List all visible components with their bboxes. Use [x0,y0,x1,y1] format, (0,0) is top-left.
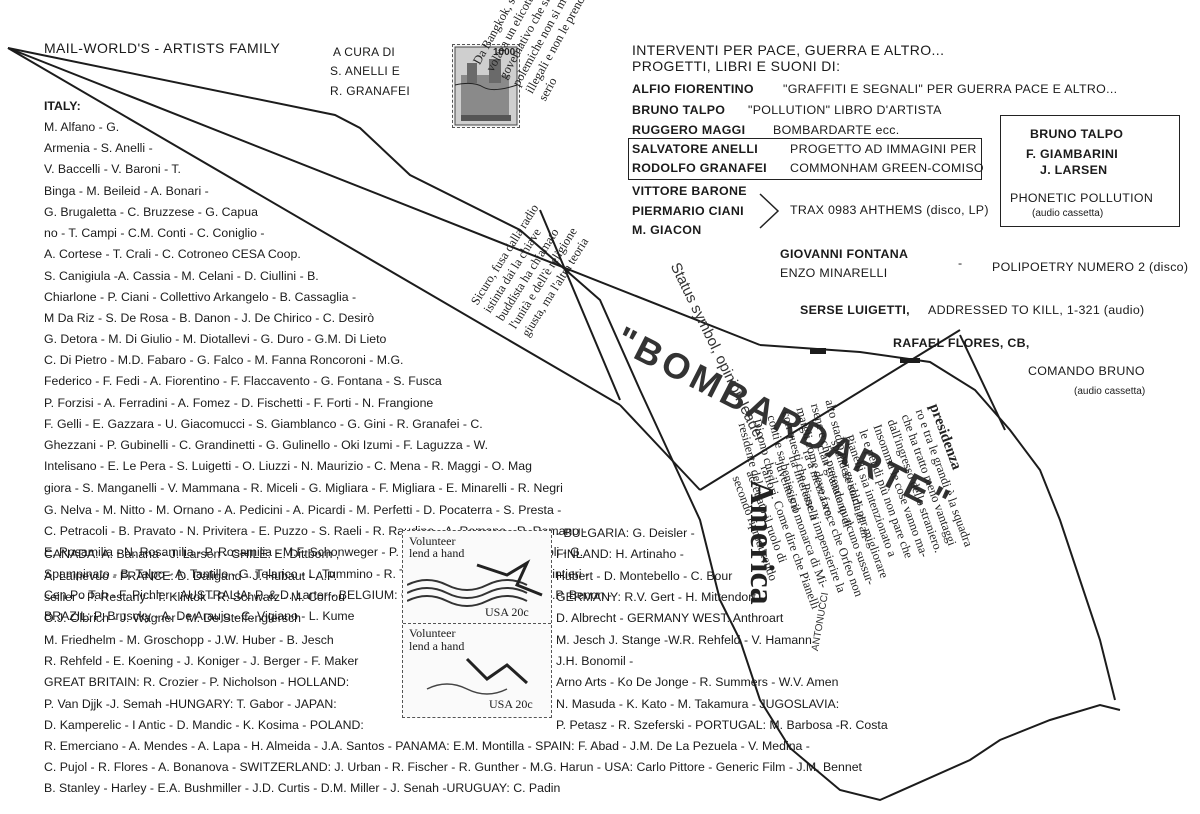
phonetic-note: (audio cassetta) [1032,208,1104,219]
artists-line: Federico - F. Fedi - A. Fiorentino - F. … [44,374,442,388]
project-title: "POLLUTION" LIBRO D'ARTISTA [748,103,942,117]
artists-line: C. Di Pietro - M.D. Fabaro - G. Falco - … [44,353,404,367]
project-author: COMANDO BRUNO [1028,364,1145,378]
project-author: M. GIACON [632,223,702,237]
project-title: BOMBARDARTE ecc. [773,123,900,137]
artists-line: A. Cortese - T. Crali - C. Cotroneo CESA… [44,247,301,261]
artists-line: Chiarlone - P. Ciani - Collettivo Arkang… [44,290,357,304]
project-title: POLIPOETRY NUMERO 2 (disco) [992,260,1189,274]
artists-line: - BULGARIA: G. Deisler - [556,526,695,540]
project-author: RUGGERO MAGGI [632,123,746,137]
artists-line: seilier - P. Restany - T. Klintok - R. S… [44,590,345,604]
stamp-perforation [403,623,551,624]
stamp-value: 1000 [493,47,516,58]
interventions-title: INTERVENTI PER PACE, GUERRA E ALTRO... [632,42,945,58]
project-title: COMMONHAM GREEN-COMISO [790,161,984,175]
artists-line: giora - S. Manganelli - V. Mammana - R. … [44,481,563,495]
stamp-value: USA 20c [485,605,529,619]
project-author: PIERMARIO CIANI [632,204,744,218]
artists-line: M. Friedhelm - M. Groschopp - J.W. Huber… [44,633,334,647]
artists-line: B. Stanley - Harley - E.A. Bushmiller - … [44,781,561,795]
artists-line: M Da Riz - S. De Rosa - B. Danon - J. De… [44,311,375,325]
anelli-granafei-box [628,138,982,180]
artists-line: D. Albrecht - GERMANY WEST: Anthroart [556,611,784,625]
artists-line: N. Masuda - K. Kato - M. Takamura - JUGO… [556,697,840,711]
artists-line: J.H. Bonomil - [556,654,634,668]
artists-line: V. Baccelli - V. Baroni - T. [44,162,181,176]
artists-line: P. Forzisi - A. Ferradini - A. Fomez - D… [44,396,434,410]
artists-line: F. Gelli - E. Gazzara - U. Giacomucci - … [44,417,483,431]
artists-line: S. Canigiula -A. Cassia - M. Celani - D.… [44,269,319,283]
bracket-icon [759,193,780,229]
artists-line: A. Lainevuo - FRANCE: D. Daligand - J. H… [44,569,337,583]
castle-postage-stamp: 1000 [452,44,520,128]
project-author: RODOLFO GRANAFEI [632,161,767,175]
project-author: RAFAEL FLORES, CB, [893,336,1030,350]
project-author: BRUNO TALPO [632,103,726,117]
stamp-caption: lend a hand [409,546,465,560]
artists-line: M. Jesch J. Stange -W.R. Rehfeld - V. Ha… [556,633,812,647]
stamp-caption: Volunteer [409,626,456,640]
artists-line: G. Nelva - M. Nitto - M. Ornano - A. Ped… [44,503,562,517]
castle-icon [454,46,518,126]
artists-line: P. Van Djjk -J. Semah -HUNGARY: T. Gabor… [44,697,337,711]
phonetic-title: PHONETIC POLLUTION [1010,191,1154,205]
artists-line: BRAZIL: P. Bruscky - A. De Araujo - C. V… [44,609,355,623]
curator-anelli: S. ANELLI E [330,64,401,78]
curated-by-label: A CURA DI [333,45,396,59]
stamp-caption: lend a hand [409,639,465,653]
artists-line: C. Pujol - R. Flores - A. Bonanova - SWI… [44,760,862,774]
artists-line: R. Emerciano - A. Mendes - A. Lapa - H. … [44,739,810,753]
artists-line: G. Brugaletta - C. Bruzzese - G. Capua [44,205,258,219]
project-author: GIOVANNI FONTANA [780,247,909,261]
artists-list-left: CANADA: A. Banana - J. Larsen - CHILE: E… [44,544,862,795]
artists-line: P. Petasz - R. Szeferski - PORTUGAL: M. … [556,718,888,732]
artists-line: Intelisano - E. Le Pera - S. Luigetti - … [44,459,532,473]
artists-line: O.J. Olbrich - J. Wagner - M. De Steffen… [44,611,301,625]
artists-line: Armenia - S. Anelli - [44,141,153,155]
curator-granafei: R. GRANAFEI [330,84,410,98]
project-author: SALVATORE ANELLI [632,142,758,156]
project-title: "GRAFFITI E SEGNALI" PER GUERRA PACE E A… [783,82,1118,96]
artists-line: D. Kamperelic - I Antic - D. Mandic - K.… [44,718,364,732]
artists-line: Arno Arts - Ko De Jonge - R. Summers - W… [556,675,839,689]
artists-line: M. Alfano - G. [44,120,120,134]
country-label: ITALY: [44,99,81,113]
artists-list: ITALY: M. Alfano - G. Armenia - S. Anell… [44,96,612,623]
dash: - [958,256,963,270]
project-author: VITTORE BARONE [632,184,747,198]
artists-line: CANADA: A. Banana - J. Larsen - CHILE: E… [44,547,340,561]
phonetic-name: J. LARSEN [1040,163,1108,177]
phonetic-name: F. GIAMBARINI [1026,147,1119,161]
project-author: ALFIO FIORENTINO [632,82,754,96]
artists-line: R. Rehfeld - E. Koening - J. Koniger - J… [44,654,359,668]
phonetic-name: BRUNO TALPO [1030,127,1124,141]
artists-line: no - T. Campi - C.M. Conti - C. Coniglio… [44,226,265,240]
artists-line: G. Detora - M. Di Giulio - M. Diotallevi… [44,332,387,346]
project-author: ENZO MINARELLI [780,266,888,280]
project-author: SERSE LUIGETTI, [800,303,910,317]
project-title: TRAX 0983 AHTHEMS (disco, LP) [790,203,989,217]
hands-illustration-icon [426,657,529,695]
artists-line: FINLAND: H. Artinaho - [556,547,684,561]
artists-line: Hubert - D. Montebello - C. Bour [556,569,733,583]
artists-line: Binga - M. Beileid - A. Bonari - [44,184,209,198]
artists-line: GERMANY: R.V. Gert - H. Mittendorf - [556,590,764,604]
stamp-value: USA 20c [489,697,533,711]
page-title: MAIL-WORLD'S - ARTISTS FAMILY [44,40,281,56]
project-note: (audio cassetta) [1074,386,1146,397]
phonetic-pollution-box [1000,115,1180,227]
artists-list-right: - BULGARIA: G. Deisler - FINLAND: H. Art… [556,526,888,744]
project-title: ADDRESSED TO KILL, 1-321 (audio) [928,303,1145,317]
projects-subtitle: PROGETTI, LIBRI E SUONI DI: [632,58,841,74]
artists-line: GREAT BRITAIN: R. Crozier - P. Nicholson… [44,675,350,689]
project-title: PROGETTO AD IMMAGINI PER [790,142,977,156]
hands-illustration-icon [407,559,543,607]
stamp-caption: Volunteer [409,534,456,548]
artists-line: Ghezzani - P. Gubinelli - C. Grandinetti… [44,438,488,452]
volunteer-stamps: Volunteer lend a hand USA 20c Volunteer … [402,530,552,718]
